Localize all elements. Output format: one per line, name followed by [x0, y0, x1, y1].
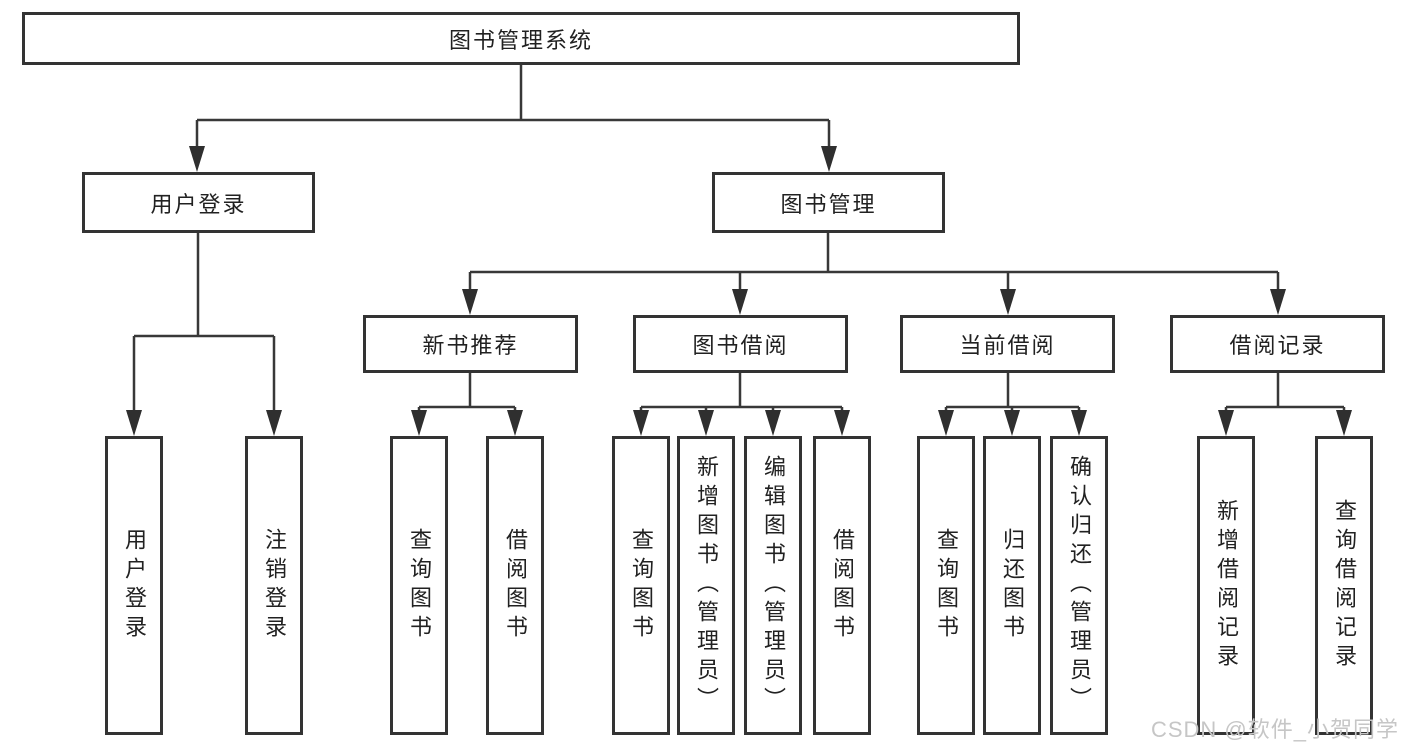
node-leaf-query-borrow-record: 查询借阅记录 [1315, 436, 1373, 735]
node-leaf-add-borrow-record: 新增借阅记录 [1197, 436, 1255, 735]
node-book-management-branch: 图书管理 [712, 172, 945, 233]
node-leaf-user-login: 用户登录 [105, 436, 163, 735]
node-leaf-confirm-return-admin: 确认归还（管理员） [1050, 436, 1108, 735]
node-leaf-logout: 注销登录 [245, 436, 303, 735]
node-book-borrowing: 图书借阅 [633, 315, 848, 373]
node-borrowing-records: 借阅记录 [1170, 315, 1385, 373]
node-leaf-query-books-current: 查询图书 [917, 436, 975, 735]
node-leaf-edit-books-admin: 编辑图书（管理员） [744, 436, 802, 735]
node-leaf-borrow-books: 借阅图书 [813, 436, 871, 735]
node-current-borrowing: 当前借阅 [900, 315, 1115, 373]
node-leaf-add-books-admin: 新增图书（管理员） [677, 436, 735, 735]
csdn-watermark: CSDN @软件_小贺同学 [1150, 717, 1399, 742]
node-leaf-borrow-books-recommend: 借阅图书 [486, 436, 544, 735]
node-user-login-branch: 用户登录 [82, 172, 315, 233]
node-system-title: 图书管理系统 [22, 12, 1020, 65]
node-leaf-return-books: 归还图书 [983, 436, 1041, 735]
node-leaf-query-books-borrowing: 查询图书 [612, 436, 670, 735]
node-new-book-recommend: 新书推荐 [363, 315, 578, 373]
node-leaf-query-books-recommend: 查询图书 [390, 436, 448, 735]
